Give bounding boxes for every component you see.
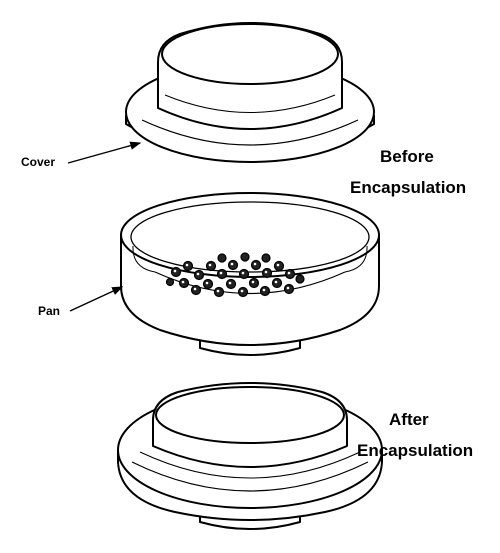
before-label-line1: Before	[380, 147, 434, 166]
pan-icon	[120, 192, 380, 356]
after-label-line2: Encapsulation	[357, 441, 474, 460]
before-label-line2: Encapsulation	[350, 178, 467, 197]
cover-arrow	[67, 141, 142, 164]
pan-arrow	[69, 286, 124, 312]
sealed-capsule-icon	[117, 382, 383, 530]
cover-lid-icon	[125, 22, 375, 163]
pellets-icon	[165, 252, 305, 298]
cover-label: Cover	[21, 155, 56, 169]
after-label-line1: After	[389, 410, 429, 429]
pan-label: Pan	[38, 304, 61, 318]
